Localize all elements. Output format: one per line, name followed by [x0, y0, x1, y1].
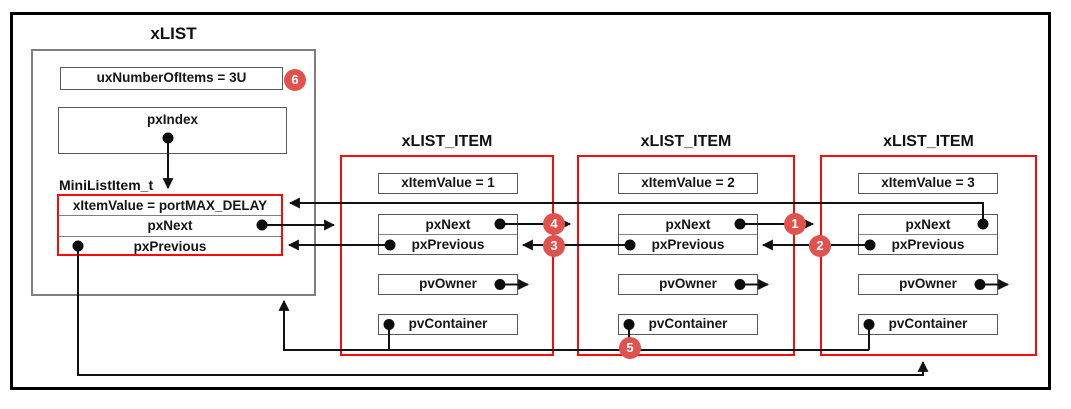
item3-next-prev-box: pxNext pxPrevious	[858, 214, 998, 255]
minilistitem-xitemvalue-row: xItemValue = portMAX_DELAY	[72, 198, 268, 213]
item3-pvowner-field: pvOwner	[858, 274, 998, 295]
step-marker-3: 3	[543, 235, 565, 257]
step-marker-1: 1	[784, 213, 806, 235]
item1-pvcontainer-field: pvContainer	[378, 314, 518, 335]
item2-title: xLIST_ITEM	[640, 133, 732, 150]
item1-pxnext-row: pxNext	[425, 217, 471, 232]
item2-pvowner-field: pvOwner	[618, 274, 758, 295]
outer-frame	[10, 12, 1051, 390]
item2-next-prev-box: pxNext pxPrevious	[618, 214, 758, 255]
item1-xitemvalue-field: xItemValue = 1	[378, 173, 518, 194]
item1-title: xLIST_ITEM	[401, 133, 493, 150]
item1-next-prev-box: pxNext pxPrevious	[378, 214, 518, 255]
item2-xitemvalue-field: xItemValue = 2	[618, 173, 758, 194]
step-marker-6: 6	[284, 69, 306, 91]
xlist-numberofitems-field: uxNumberOfItems = 3U	[60, 67, 283, 90]
item1-pxprevious-row: pxPrevious	[379, 234, 517, 254]
minilistitem-label: MiniListItem_t	[59, 177, 154, 193]
step-marker-2: 2	[809, 235, 831, 257]
item3-pxprevious-row: pxPrevious	[859, 234, 997, 254]
item2-pxnext-row: pxNext	[665, 217, 711, 232]
item3-title: xLIST_ITEM	[883, 133, 974, 150]
item3-pxnext-row: pxNext	[905, 217, 951, 232]
step-marker-4: 4	[543, 213, 565, 235]
minilistitem-pxprevious-row: pxPrevious	[59, 235, 281, 256]
xlist-pxindex-field: pxIndex	[58, 107, 287, 154]
item2-pxprevious-row: pxPrevious	[619, 234, 757, 254]
item2-pvcontainer-field: pvContainer	[618, 314, 758, 335]
item3-pvcontainer-field: pvContainer	[858, 314, 998, 335]
item3-xitemvalue-field: xItemValue = 3	[858, 173, 998, 194]
item1-pvowner-field: pvOwner	[378, 274, 518, 295]
minilistitem-pxnext-row: pxNext	[59, 215, 281, 235]
step-marker-5: 5	[619, 337, 641, 359]
xlist-title: xLIST	[150, 24, 197, 43]
minilistitem-box: xItemValue = portMAX_DELAY pxNext pxPrev…	[57, 194, 283, 256]
